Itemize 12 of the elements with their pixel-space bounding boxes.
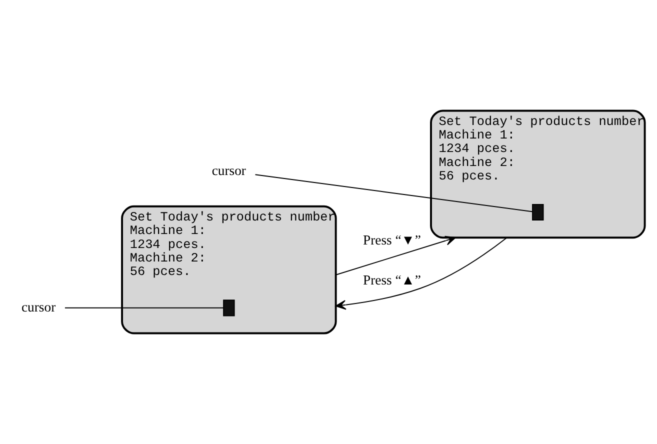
cluster: Set Today's products number Machine 1: 1234 pces. Machine 2: 56 pces. bbox=[430, 110, 646, 239]
node-box bbox=[532, 204, 544, 221]
connector bbox=[64, 307, 224, 308]
node-box bbox=[223, 300, 235, 316]
edge-label: Press “▼” bbox=[363, 232, 421, 248]
arrow bbox=[335, 237, 508, 310]
cluster: Set Today's products number Machine 1: 1234 pces. Machine 2: 56 pces. bbox=[121, 205, 337, 334]
arrow bbox=[335, 236, 456, 276]
connector bbox=[254, 174, 533, 212]
node-text: cursor bbox=[22, 300, 56, 315]
node-text: cursor bbox=[212, 162, 246, 178]
edge-label: Press “▲” bbox=[363, 272, 421, 288]
